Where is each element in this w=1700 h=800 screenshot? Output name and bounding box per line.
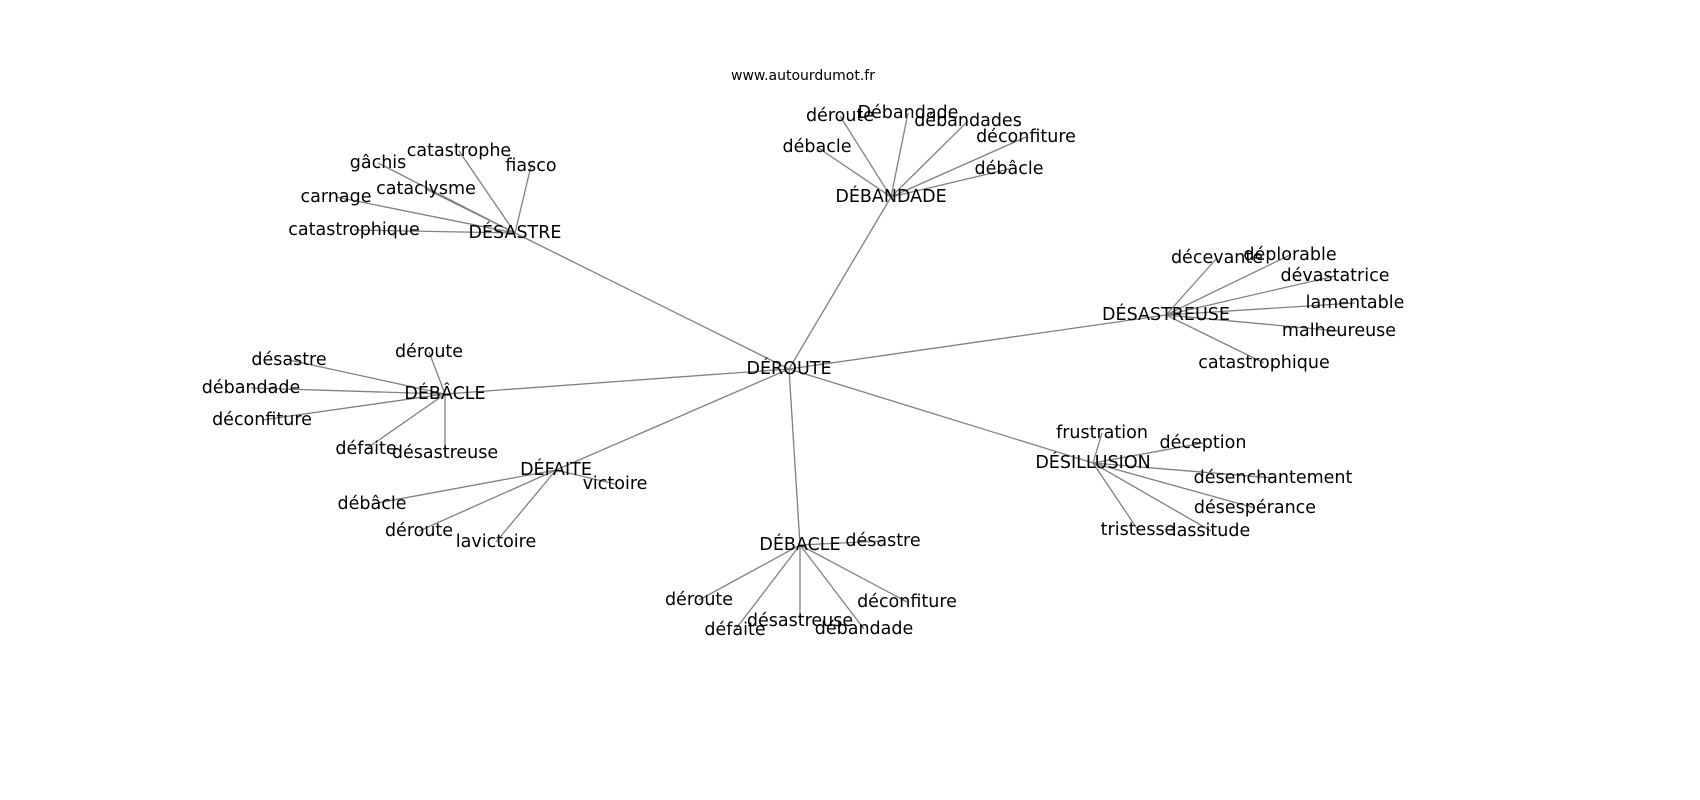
edge: [261, 393, 446, 421]
edge: [353, 229, 516, 234]
leaf-node: déconfiture: [857, 592, 957, 612]
site-title: www.autourdumot.fr: [731, 68, 875, 84]
leaf-node: cataclysme: [376, 179, 476, 199]
leaf-node: désastreuse: [747, 611, 853, 631]
leaf-node: déroute: [665, 590, 733, 610]
edge: [1092, 462, 1256, 509]
leaf-node: déconfiture: [212, 410, 312, 430]
hub-node: DÉBANDADE: [835, 185, 946, 207]
hub-node: DÉBACLE: [759, 533, 840, 555]
edge: [1165, 302, 1356, 316]
edge: [1092, 462, 1212, 532]
leaf-node: débandade: [815, 619, 914, 639]
leaf-node: frustration: [1056, 423, 1148, 443]
edge: [890, 136, 1027, 198]
leaf-node: carnage: [301, 187, 372, 207]
leaf-node: débandades: [914, 111, 1022, 131]
edge: [514, 232, 790, 370]
hub-node: DÉFAITE: [520, 458, 592, 480]
leaf-node: défaite: [704, 620, 765, 640]
leaf-node: victoire: [583, 474, 648, 494]
edge: [555, 368, 790, 471]
leaf-node: lavictoire: [456, 532, 536, 552]
edge: [698, 544, 801, 601]
edge: [1165, 275, 1336, 316]
edge: [799, 544, 865, 630]
edge: [1092, 462, 1274, 479]
edge: [335, 196, 516, 234]
edge: [1165, 314, 1265, 364]
leaf-node: fiasco: [505, 156, 556, 176]
leaf-node: lamentable: [1306, 293, 1405, 313]
edge: [365, 393, 446, 450]
edge: [425, 188, 516, 234]
edge: [514, 165, 532, 234]
leaf-node: débâcle: [338, 494, 407, 514]
leaf-node: désastreuse: [392, 443, 498, 463]
edge: [444, 368, 790, 395]
leaf-node: déroute: [806, 106, 874, 126]
leaf-node: désastre: [845, 531, 920, 551]
leaf-node: désenchantement: [1194, 468, 1353, 488]
edge: [788, 314, 1167, 370]
leaf-node: lassitude: [1172, 521, 1251, 541]
edge: [1092, 442, 1204, 464]
edge: [1092, 432, 1103, 464]
leaf-node: débandade: [202, 378, 301, 398]
edge: [1165, 254, 1291, 316]
edge: [799, 544, 908, 603]
leaf-node: désastre: [251, 350, 326, 370]
leaf-node: gâchis: [350, 153, 407, 173]
leaf-node: débâcle: [975, 159, 1044, 179]
leaf-node: tristesse: [1101, 520, 1176, 540]
leaf-node: catastrophique: [1198, 353, 1329, 373]
edge: [788, 196, 892, 370]
edge: [890, 168, 1010, 198]
leaf-node: déroute: [395, 342, 463, 362]
edge: [495, 469, 557, 543]
leaf-node: malheureuse: [1282, 321, 1396, 341]
edge: [418, 469, 557, 532]
leaf-node: débacle: [783, 137, 852, 157]
edge: [250, 387, 446, 395]
leaf-node: catastrophique: [288, 220, 419, 240]
leaf-node: Débandade: [858, 103, 959, 123]
edge: [816, 146, 892, 198]
hub-node: DÉBÂCLE: [404, 382, 485, 404]
leaf-node: dévastatrice: [1281, 266, 1390, 286]
leaf-node: déception: [1160, 433, 1247, 453]
hub-node: DÉSASTRE: [469, 221, 562, 243]
leaf-node: décevante: [1171, 248, 1263, 268]
edge: [1092, 462, 1139, 531]
edge: [458, 150, 516, 234]
edge: [839, 115, 892, 198]
hub-node: DÉSILLUSION: [1035, 451, 1150, 473]
leaf-node: déconfiture: [976, 127, 1076, 147]
edges: [250, 112, 1356, 631]
leaf-node: défaite: [335, 439, 396, 459]
edge: [428, 351, 446, 395]
edge: [890, 120, 969, 198]
root-node: DÉROUTE: [746, 357, 831, 379]
edge: [788, 368, 1094, 464]
hub-node: DÉSASTREUSE: [1102, 303, 1230, 325]
leaf-node: désespérance: [1194, 498, 1316, 518]
edge: [1165, 257, 1218, 316]
edge: [788, 368, 801, 546]
edge: [288, 359, 446, 395]
edge: [890, 112, 909, 198]
edge: [734, 544, 801, 631]
leaf-node: déplorable: [1243, 245, 1336, 265]
edge: [371, 469, 557, 505]
edge: [1165, 314, 1340, 332]
leaf-node: déroute: [385, 521, 453, 541]
edge: [799, 540, 884, 546]
leaf-node: catastrophe: [407, 141, 511, 161]
edge: [555, 469, 616, 485]
